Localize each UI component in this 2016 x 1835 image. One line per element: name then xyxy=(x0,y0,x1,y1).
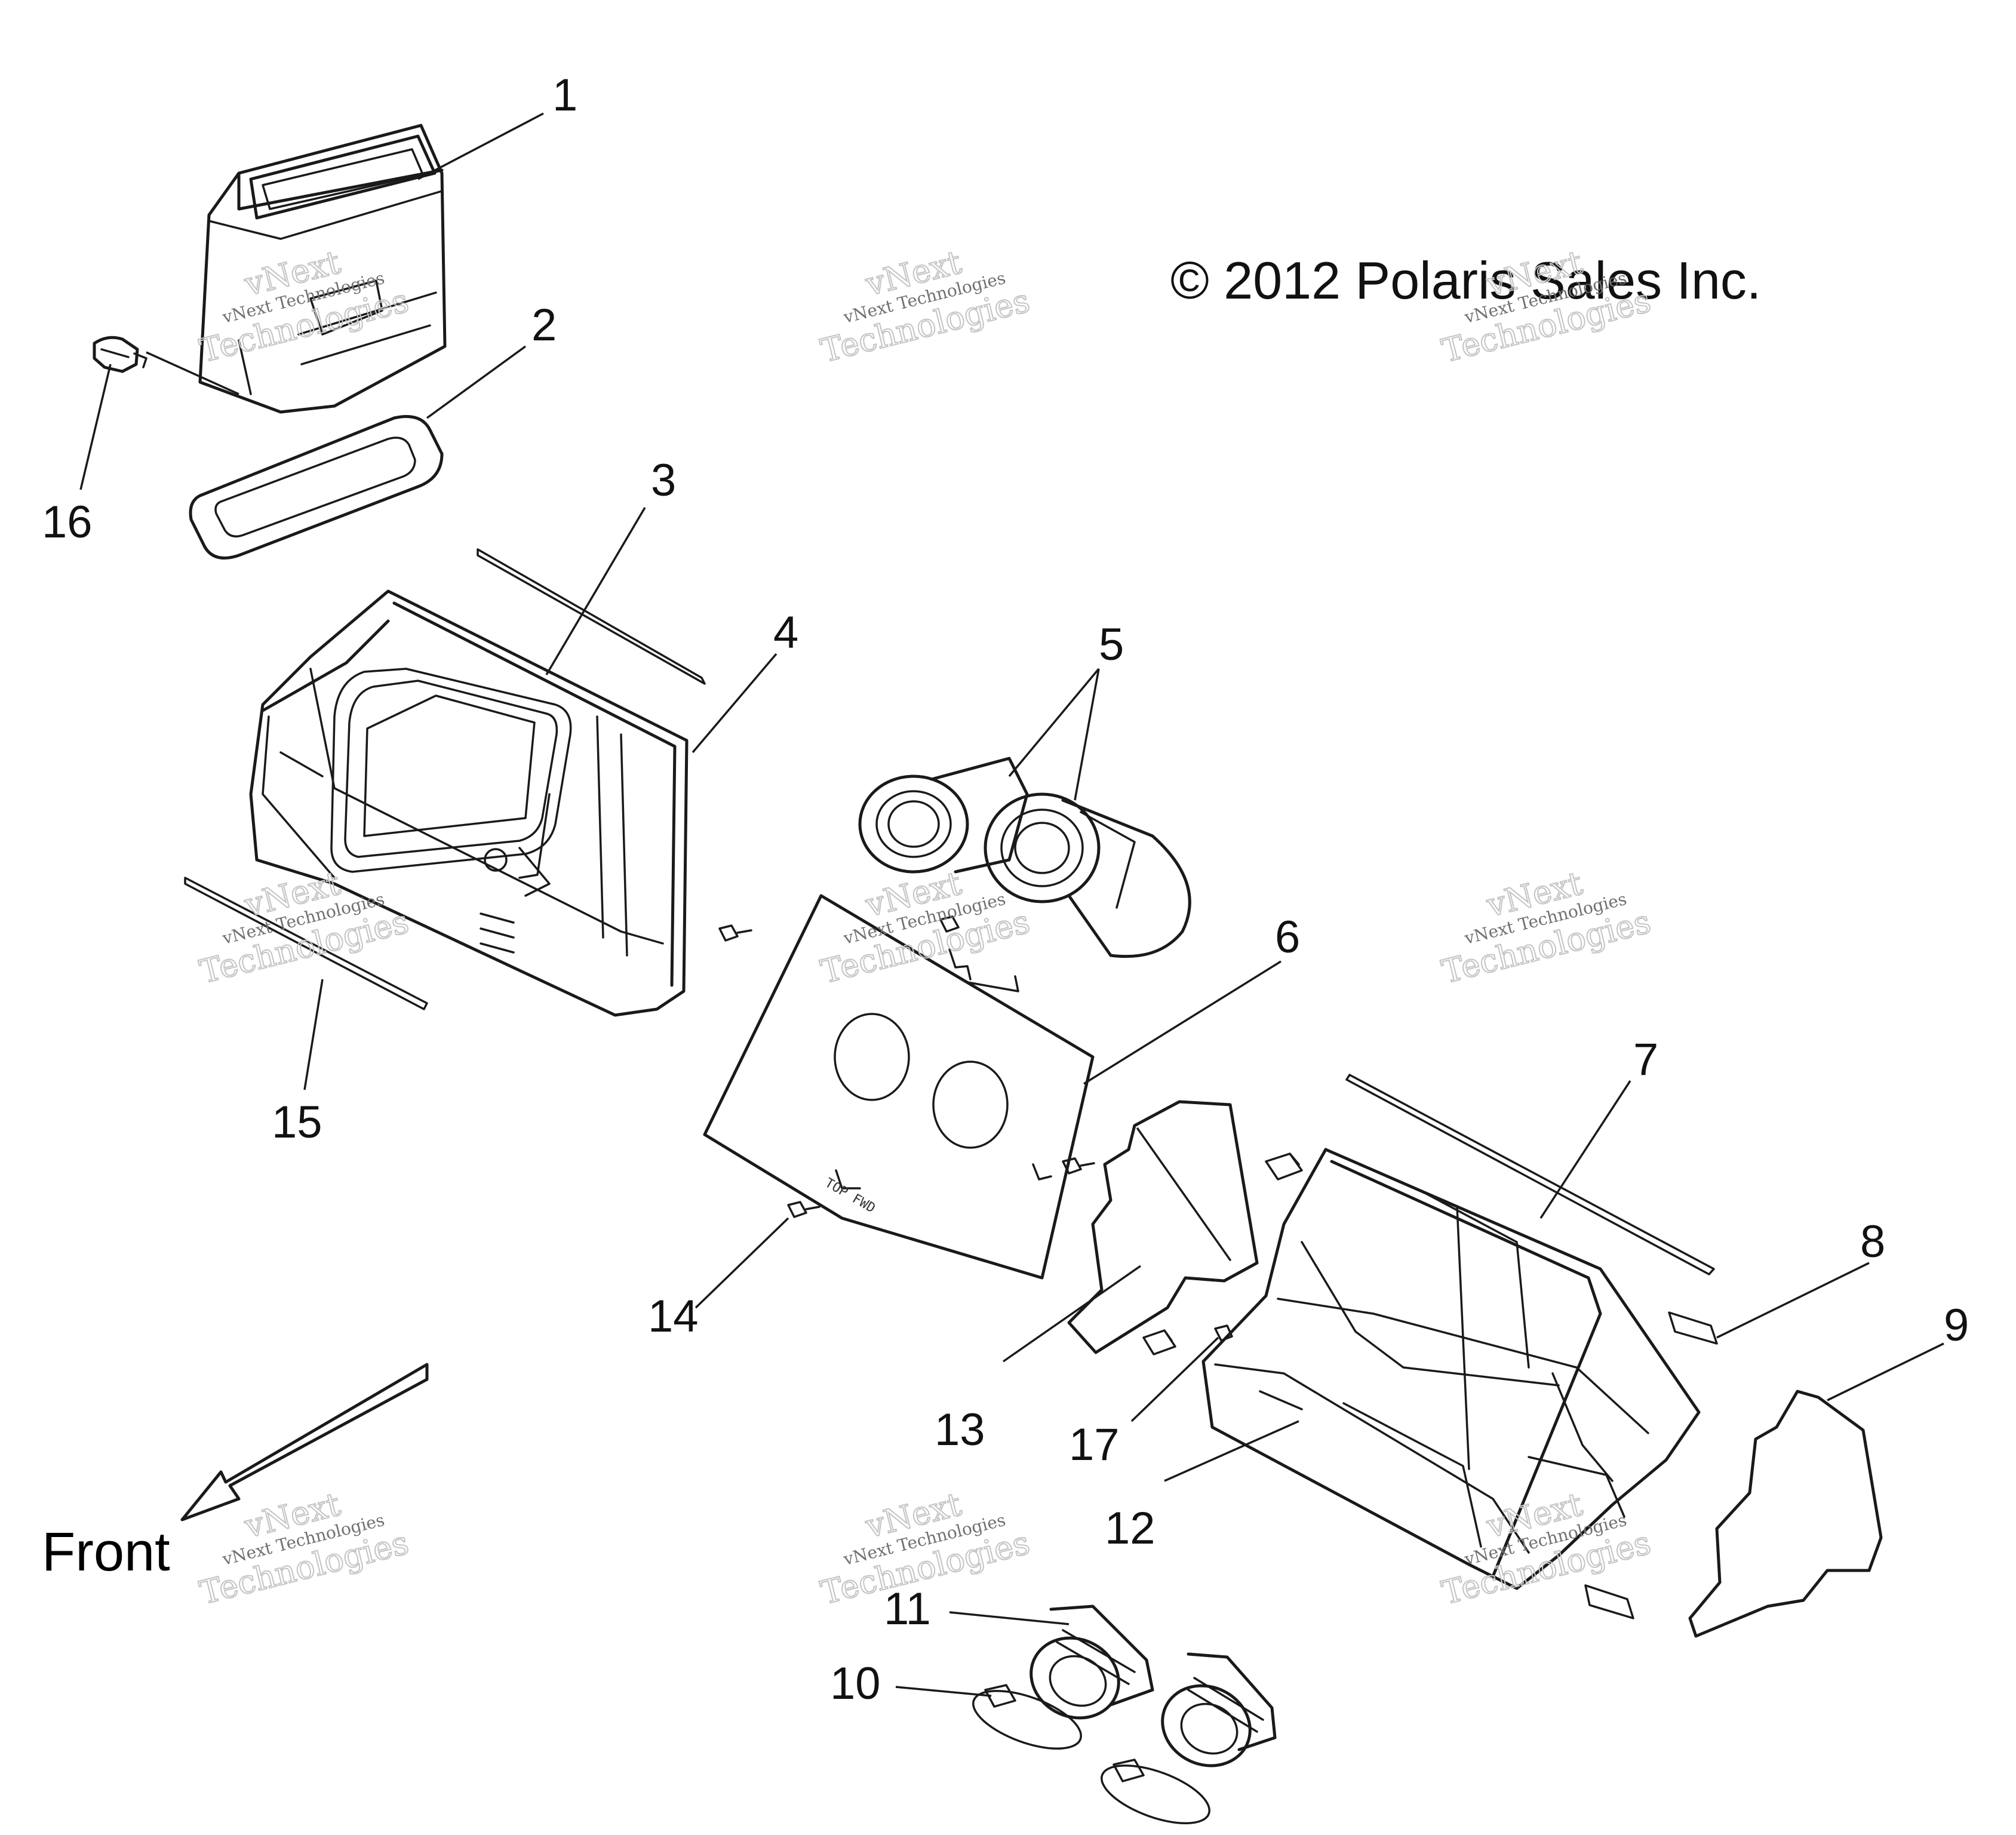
watermark-mid-right: vNext vNext Technologies Technologies xyxy=(1437,863,1655,991)
callout-4: 4 xyxy=(773,607,798,658)
part-8-clips[interactable] xyxy=(1142,1152,1718,1619)
callout-11: 11 xyxy=(884,1584,931,1634)
callout-7: 7 xyxy=(1633,1034,1658,1085)
callout-2: 2 xyxy=(531,300,557,351)
part-10-hose-clamps[interactable] xyxy=(966,1679,1217,1835)
callout-numbers: 1 2 3 4 5 6 7 8 9 10 11 12 13 14 15 16 1… xyxy=(42,70,1969,1709)
watermark-top-left: vNext vNext Technologies Technologies xyxy=(195,242,413,370)
part-9-foam-pad[interactable] xyxy=(1688,1390,1883,1638)
watermark-bottom-left: vNext vNext Technologies Technologies xyxy=(195,1484,413,1612)
callout-5: 5 xyxy=(1099,619,1124,670)
callout-8: 8 xyxy=(1860,1216,1885,1267)
watermark-top-center: vNext vNext Technologies Technologies xyxy=(816,242,1034,370)
watermark-mid-center: vNext vNext Technologies Technologies xyxy=(816,863,1034,991)
leader-lines xyxy=(79,112,1944,1697)
part-11-intake-boots[interactable] xyxy=(1018,1605,1277,1780)
callout-16: 16 xyxy=(42,497,93,548)
callout-6: 6 xyxy=(1275,912,1300,963)
part-2-gasket[interactable] xyxy=(189,415,444,560)
part-15-seal-strip[interactable] xyxy=(184,877,428,1010)
part-7-seal[interactable] xyxy=(1345,1074,1715,1275)
callout-3: 3 xyxy=(651,455,676,506)
copyright-notice: © 2012 Polaris Sales Inc. xyxy=(1170,251,1761,310)
callout-12: 12 xyxy=(1105,1503,1155,1554)
watermark-bottom-right: vNext vNext Technologies Technologies xyxy=(1437,1484,1655,1612)
front-label: Front xyxy=(42,1522,170,1582)
part-13-foam-pad[interactable] xyxy=(1067,1100,1259,1354)
part-4-airbox-cover[interactable] xyxy=(249,589,689,1017)
part-16-clamp[interactable] xyxy=(93,336,147,373)
callout-14: 14 xyxy=(648,1291,699,1342)
part-1-intake-duct[interactable] xyxy=(198,124,447,414)
callout-10: 10 xyxy=(830,1658,881,1709)
part-12-airbox-base[interactable] xyxy=(1201,1148,1701,1590)
part-3-seal-strip[interactable] xyxy=(477,548,706,685)
part-14-screws[interactable] xyxy=(718,915,1095,1218)
part-5-velocity-stacks[interactable] xyxy=(858,757,1191,958)
callout-9: 9 xyxy=(1944,1300,1969,1351)
callout-15: 15 xyxy=(272,1097,322,1148)
callout-13: 13 xyxy=(935,1404,985,1455)
callout-17: 17 xyxy=(1069,1419,1120,1470)
callout-1: 1 xyxy=(552,70,577,121)
part-17-screw[interactable] xyxy=(1214,1324,1233,1342)
front-arrow xyxy=(180,1363,429,1522)
